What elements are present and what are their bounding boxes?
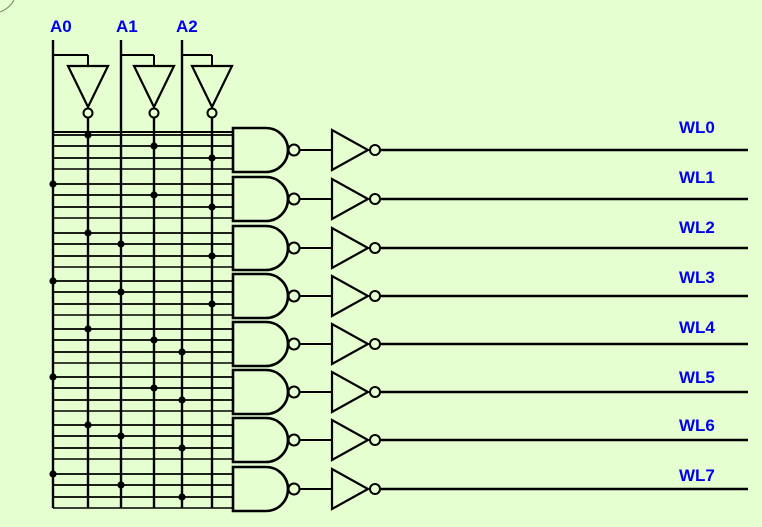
output-inverter-3 (330, 274, 371, 318)
junction-dot (150, 142, 158, 150)
wiring (49, 40, 748, 513)
junction-dot (178, 444, 186, 452)
junction-dot (208, 300, 216, 308)
junction-dot (117, 481, 125, 489)
output-label-wl1: WL1 (679, 168, 715, 187)
nand-gate-3 (231, 272, 290, 320)
corner-arc (0, 0, 15, 13)
junction-dot (178, 348, 186, 356)
nand-gate-5 (231, 368, 290, 416)
output-label-wl4: WL4 (679, 318, 715, 337)
junction-dot (84, 131, 92, 139)
output-inverter-bubble (369, 386, 381, 398)
nand-output-bubble (287, 289, 301, 303)
input-labels: A0 A1 A2 (50, 17, 198, 36)
output-label-wl3: WL3 (679, 268, 715, 287)
nand-output-bubble (287, 433, 301, 447)
nand-output-bubble (287, 337, 301, 351)
junction-dot (49, 373, 57, 381)
output-label-wl6: WL6 (679, 416, 715, 435)
junction-dot (150, 191, 158, 199)
input-inverter-triangle (66, 64, 110, 110)
junction-dot (178, 493, 186, 501)
junction-dot (178, 396, 186, 404)
output-label-wl7: WL7 (679, 466, 715, 485)
output-label-wl2: WL2 (679, 218, 715, 237)
junction-dot (49, 277, 57, 285)
nand-gate-7 (231, 465, 290, 513)
nand-output-bubble (287, 143, 301, 157)
output-label-wl5: WL5 (679, 368, 715, 387)
input-label-a2: A2 (176, 17, 198, 36)
nand-gate-2 (231, 224, 290, 272)
junction-dot (49, 180, 57, 188)
input-inverter-bubble (82, 107, 94, 119)
output-labels: WL0 WL1 WL2 WL3 WL4 WL5 WL6 WL7 (679, 118, 715, 485)
junction-dot (84, 325, 92, 333)
junction-dot (150, 336, 158, 344)
junction-dot (84, 229, 92, 237)
output-inverter-6 (330, 418, 371, 462)
output-inverter-5 (330, 370, 371, 414)
output-inverter-bubble (369, 290, 381, 302)
output-inverter-bubble (369, 144, 381, 156)
input-inverter-bubble (148, 107, 160, 119)
junction-dot (208, 203, 216, 211)
nand-output-bubble (287, 385, 301, 399)
output-inverter-bubble (369, 338, 381, 350)
junction-dot (117, 288, 125, 296)
input-inverter-triangle (132, 64, 176, 110)
output-inverter-2 (330, 226, 371, 270)
junction-dot (117, 240, 125, 248)
nand-gate-1 (231, 175, 290, 223)
output-label-wl0: WL0 (679, 118, 715, 137)
nand-gate-0 (231, 126, 290, 174)
nand-gate-4 (231, 320, 290, 368)
input-label-a1: A1 (116, 17, 138, 36)
output-inverter-7 (330, 467, 371, 511)
nand-output-bubble (287, 482, 301, 496)
output-inverter-bubble (369, 193, 381, 205)
input-inverter-bubble (206, 107, 218, 119)
input-inverter-triangle (190, 64, 234, 110)
nand-output-bubble (287, 241, 301, 255)
nand-output-bubble (287, 192, 301, 206)
junction-dot (117, 432, 125, 440)
output-inverter-bubble (369, 242, 381, 254)
junction-dot (208, 252, 216, 260)
nand-gate-6 (231, 416, 290, 464)
output-inverter-4 (330, 322, 371, 366)
junction-dot (150, 384, 158, 392)
junction-dot (84, 421, 92, 429)
junction-dot (49, 470, 57, 478)
output-inverter-bubble (369, 434, 381, 446)
junction-dot (208, 154, 216, 162)
output-inverter-bubble (369, 483, 381, 495)
output-inverter-0 (330, 128, 371, 172)
input-label-a0: A0 (50, 17, 72, 36)
output-inverter-1 (330, 177, 371, 221)
